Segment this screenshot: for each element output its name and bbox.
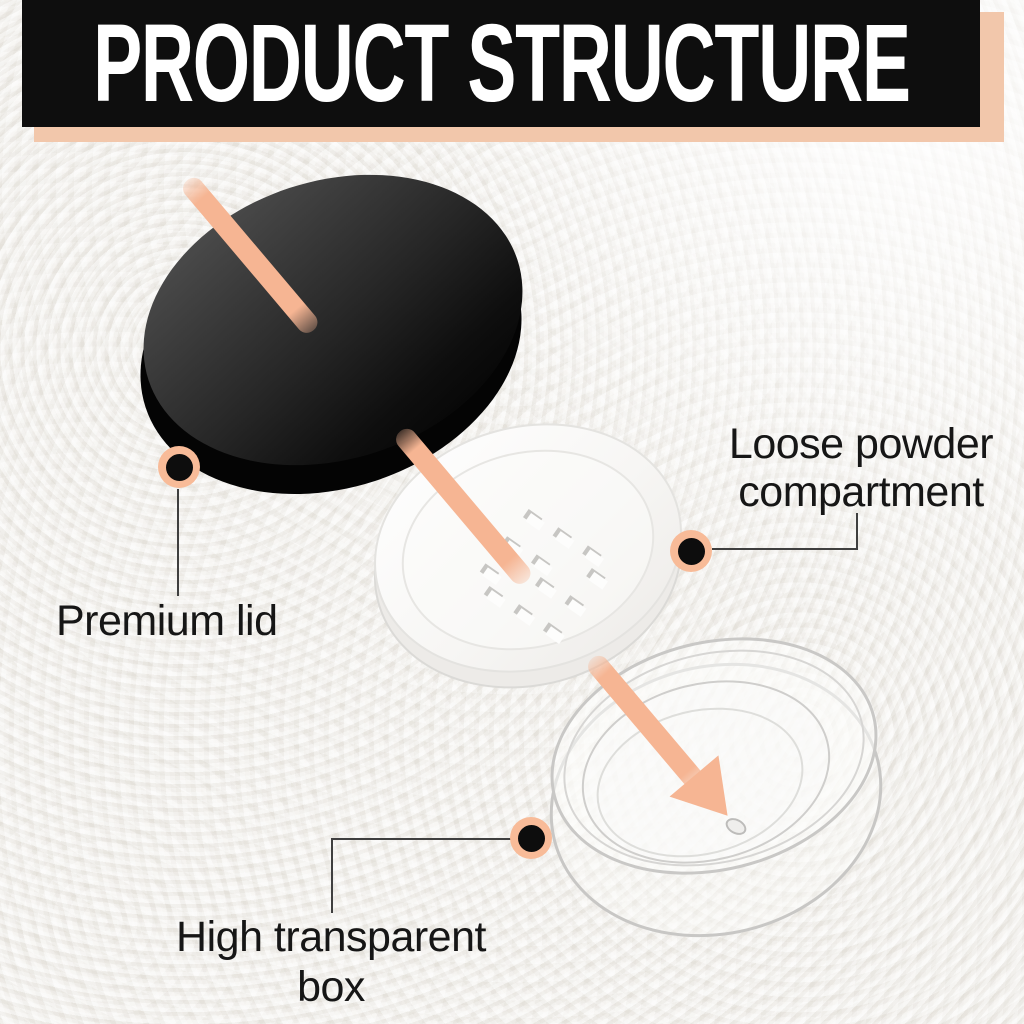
loose-powder-label: Loose powder compartment bbox=[716, 420, 1006, 516]
loose-powder-label-line2: compartment bbox=[738, 468, 984, 516]
loose-powder-callout-dot bbox=[670, 530, 712, 572]
loose-powder-connector-line-v bbox=[856, 513, 858, 550]
premium-lid-callout-dot bbox=[158, 446, 200, 488]
transparent-box-callout-dot bbox=[510, 817, 552, 859]
transparent-box-connector-line-v bbox=[331, 838, 333, 913]
transparent-box-label-line2: box bbox=[297, 963, 365, 1011]
page-title: PRODUCT STRUCTURE bbox=[92, 1, 911, 125]
premium-lid-connector-line bbox=[177, 489, 179, 596]
premium-lid-label: Premium lid bbox=[56, 597, 278, 645]
transparent-box-connector-line-h bbox=[332, 838, 512, 840]
transparent-box-label: High transparent box bbox=[166, 912, 496, 1012]
transparent-box-label-line1: High transparent bbox=[176, 913, 486, 961]
title-banner: PRODUCT STRUCTURE bbox=[22, 0, 980, 127]
loose-powder-label-line1: Loose powder bbox=[728, 420, 994, 468]
loose-powder-connector-line-h bbox=[712, 548, 858, 550]
